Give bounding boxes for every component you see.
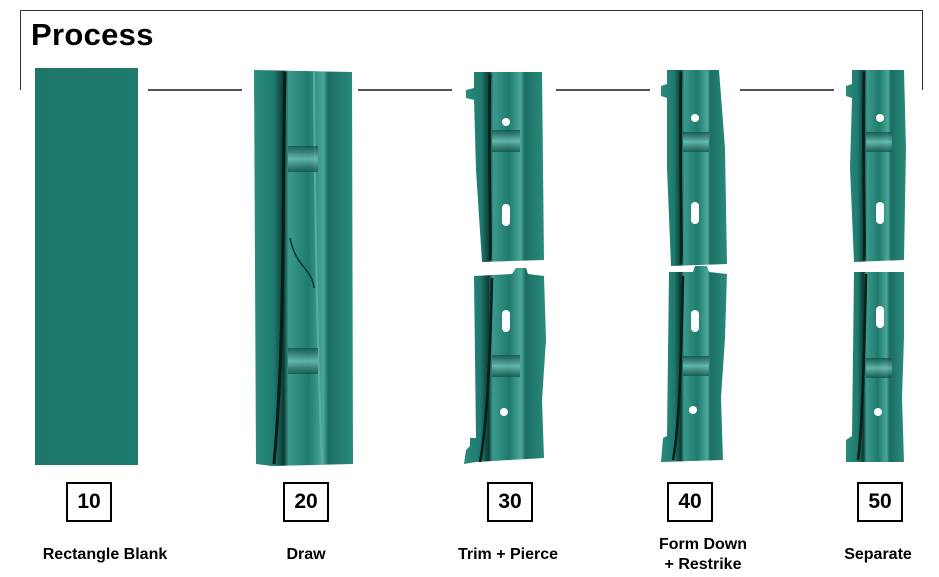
connector-20-30 (358, 89, 452, 91)
op-number: 40 (678, 490, 702, 513)
op-number: 10 (77, 490, 101, 513)
op-number: 20 (294, 490, 318, 513)
op-number: 50 (868, 490, 892, 513)
formed-restruck-part (661, 70, 727, 462)
connector-30-40 (556, 89, 650, 91)
op-number: 30 (498, 490, 522, 513)
step-label: Rectangle Blank (42, 546, 168, 563)
frame-right-border (922, 10, 923, 90)
step-label: Draw (286, 546, 326, 563)
connector-10-20 (148, 89, 242, 91)
step-label: Separate (844, 546, 912, 563)
op-number-box: 20 (283, 482, 329, 522)
op-number-box: 30 (487, 482, 533, 522)
drawn-part (254, 70, 353, 466)
frame-top-border (20, 10, 923, 11)
connector-40-50 (740, 89, 834, 91)
trimmed-pierced-part (464, 72, 546, 464)
op-number-box: 40 (667, 482, 713, 522)
op-number-box: 10 (66, 482, 112, 522)
op-number-box: 50 (857, 482, 903, 522)
separated-part (846, 70, 906, 462)
rectangle-blank-part (35, 68, 138, 465)
step-label: Trim + Pierce (457, 546, 559, 563)
diagram-title: Process (31, 17, 154, 52)
step-label: Form Down + Restrike (659, 536, 747, 573)
frame-left-border (20, 10, 21, 90)
